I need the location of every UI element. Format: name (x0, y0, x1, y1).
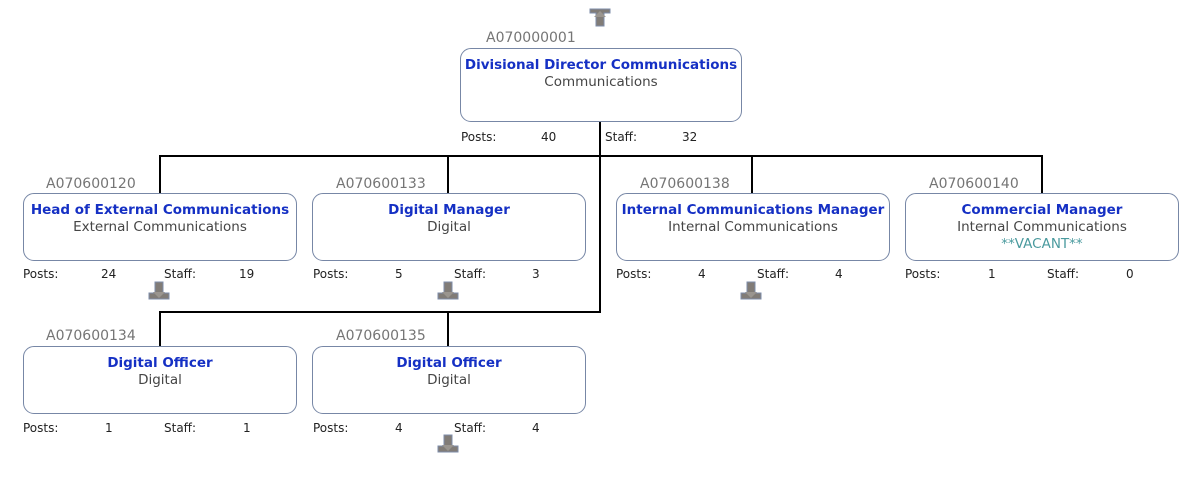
staff-label: Staff: (164, 421, 196, 435)
position-code: A070600135 (336, 328, 426, 344)
connector-line (159, 311, 161, 347)
navigate-down-icon[interactable] (437, 434, 459, 454)
staff-label: Staff: (757, 267, 789, 281)
navigate-down-icon[interactable] (437, 281, 459, 301)
staff-count: 1 (243, 421, 251, 435)
connector-line (599, 155, 601, 312)
position-code: A070600120 (46, 176, 136, 192)
connector-line (159, 311, 601, 313)
staff-label: Staff: (454, 421, 486, 435)
position-card-digital-officer[interactable]: Digital Officer Digital (312, 346, 586, 414)
position-card-divisional-director[interactable]: Divisional Director Communications Commu… (460, 48, 742, 122)
staff-label: Staff: (454, 267, 486, 281)
connector-line (751, 155, 753, 193)
posts-label: Posts: (905, 267, 941, 281)
connector-line (159, 155, 161, 193)
navigate-down-icon[interactable] (148, 281, 170, 301)
staff-label: Staff: (164, 267, 196, 281)
unit-name: External Communications (73, 219, 247, 235)
posts-count: 5 (395, 267, 403, 281)
position-card-commercial-manager[interactable]: Commercial Manager Internal Communicatio… (905, 193, 1179, 261)
posts-label: Posts: (313, 421, 349, 435)
position-code: A070600138 (640, 176, 730, 192)
position-card-digital-manager[interactable]: Digital Manager Digital (312, 193, 586, 261)
posts-label: Posts: (616, 267, 652, 281)
connector-line (599, 120, 601, 155)
posts-label: Posts: (23, 421, 59, 435)
position-title[interactable]: Divisional Director Communications (464, 57, 738, 73)
staff-label: Staff: (605, 130, 637, 144)
position-code: A070000001 (486, 30, 576, 46)
posts-count: 4 (698, 267, 706, 281)
staff-count: 3 (532, 267, 540, 281)
staff-count: 19 (239, 267, 255, 281)
position-title[interactable]: Digital Officer (396, 355, 502, 371)
connector-line (1041, 155, 1043, 193)
posts-label: Posts: (23, 267, 59, 281)
position-title[interactable]: Internal Communications Manager (621, 202, 885, 218)
position-title[interactable]: Digital Officer (107, 355, 213, 371)
navigate-up-icon[interactable] (589, 7, 611, 27)
vacancy-badge: **VACANT** (1001, 236, 1083, 252)
staff-count: 4 (835, 267, 843, 281)
posts-count: 24 (101, 267, 117, 281)
posts-count: 4 (395, 421, 403, 435)
position-code: A070600133 (336, 176, 426, 192)
unit-name: Communications (544, 74, 658, 90)
staff-label: Staff: (1047, 267, 1079, 281)
posts-label: Posts: (461, 130, 497, 144)
unit-name: Digital (138, 372, 182, 388)
unit-name: Internal Communications (957, 219, 1127, 235)
unit-name: Digital (427, 372, 471, 388)
staff-count: 32 (682, 130, 698, 144)
position-code: A070600140 (929, 176, 1019, 192)
unit-name: Digital (427, 219, 471, 235)
position-title[interactable]: Head of External Communications (30, 202, 290, 218)
connector-line (159, 155, 1043, 157)
position-title[interactable]: Commercial Manager (961, 202, 1123, 218)
posts-count: 1 (988, 267, 996, 281)
position-card-internal-communications-manager[interactable]: Internal Communications Manager Internal… (616, 193, 890, 261)
connector-line (447, 311, 449, 347)
position-title[interactable]: Digital Manager (388, 202, 510, 218)
navigate-down-icon[interactable] (740, 281, 762, 301)
position-card-digital-officer[interactable]: Digital Officer Digital (23, 346, 297, 414)
posts-count: 1 (105, 421, 113, 435)
position-card-head-of-external-communications[interactable]: Head of External Communications External… (23, 193, 297, 261)
unit-name: Internal Communications (668, 219, 838, 235)
posts-label: Posts: (313, 267, 349, 281)
staff-count: 0 (1126, 267, 1134, 281)
connector-line (447, 155, 449, 193)
position-code: A070600134 (46, 328, 136, 344)
posts-count: 40 (541, 130, 557, 144)
staff-count: 4 (532, 421, 540, 435)
